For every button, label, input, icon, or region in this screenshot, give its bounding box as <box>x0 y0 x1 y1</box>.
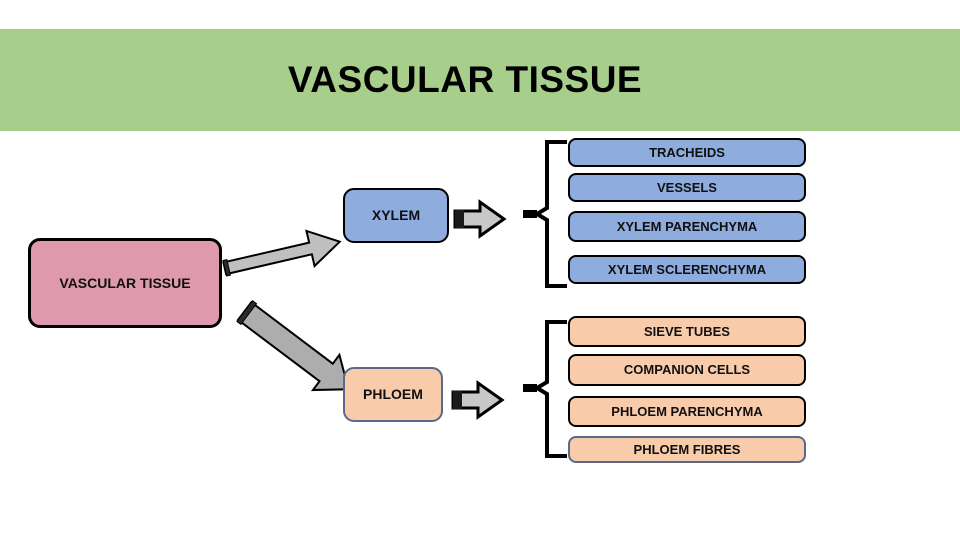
node-xylem-parenchyma[interactable]: XYLEM PARENCHYMA <box>568 211 806 242</box>
root-to-phloem-arrow <box>236 300 350 392</box>
phloem-bracket <box>523 320 567 458</box>
title-banner <box>0 29 960 131</box>
xylem-bracket <box>523 140 567 288</box>
node-vessels[interactable]: VESSELS <box>568 173 806 202</box>
node-tracheids[interactable]: TRACHEIDS <box>568 138 806 167</box>
node-phloem[interactable]: PHLOEM <box>343 367 443 422</box>
phloem-to-components-arrow <box>451 380 505 420</box>
node-xylem-sclerenchyma[interactable]: XYLEM SCLERENCHYMA <box>568 255 806 284</box>
root-to-xylem-arrow <box>222 229 342 277</box>
xylem-to-components-arrow <box>453 199 507 239</box>
node-phloem-parenchyma[interactable]: PHLOEM PARENCHYMA <box>568 396 806 427</box>
node-companion-cells[interactable]: COMPANION CELLS <box>568 354 806 386</box>
page-title: VASCULAR TISSUE <box>287 59 643 100</box>
node-phloem-fibres[interactable]: PHLOEM FIBRES <box>568 436 806 463</box>
node-vascular-tissue-root[interactable]: VASCULAR TISSUE <box>28 238 222 328</box>
node-xylem[interactable]: XYLEM <box>343 188 449 243</box>
node-sieve-tubes[interactable]: SIEVE TUBES <box>568 316 806 347</box>
